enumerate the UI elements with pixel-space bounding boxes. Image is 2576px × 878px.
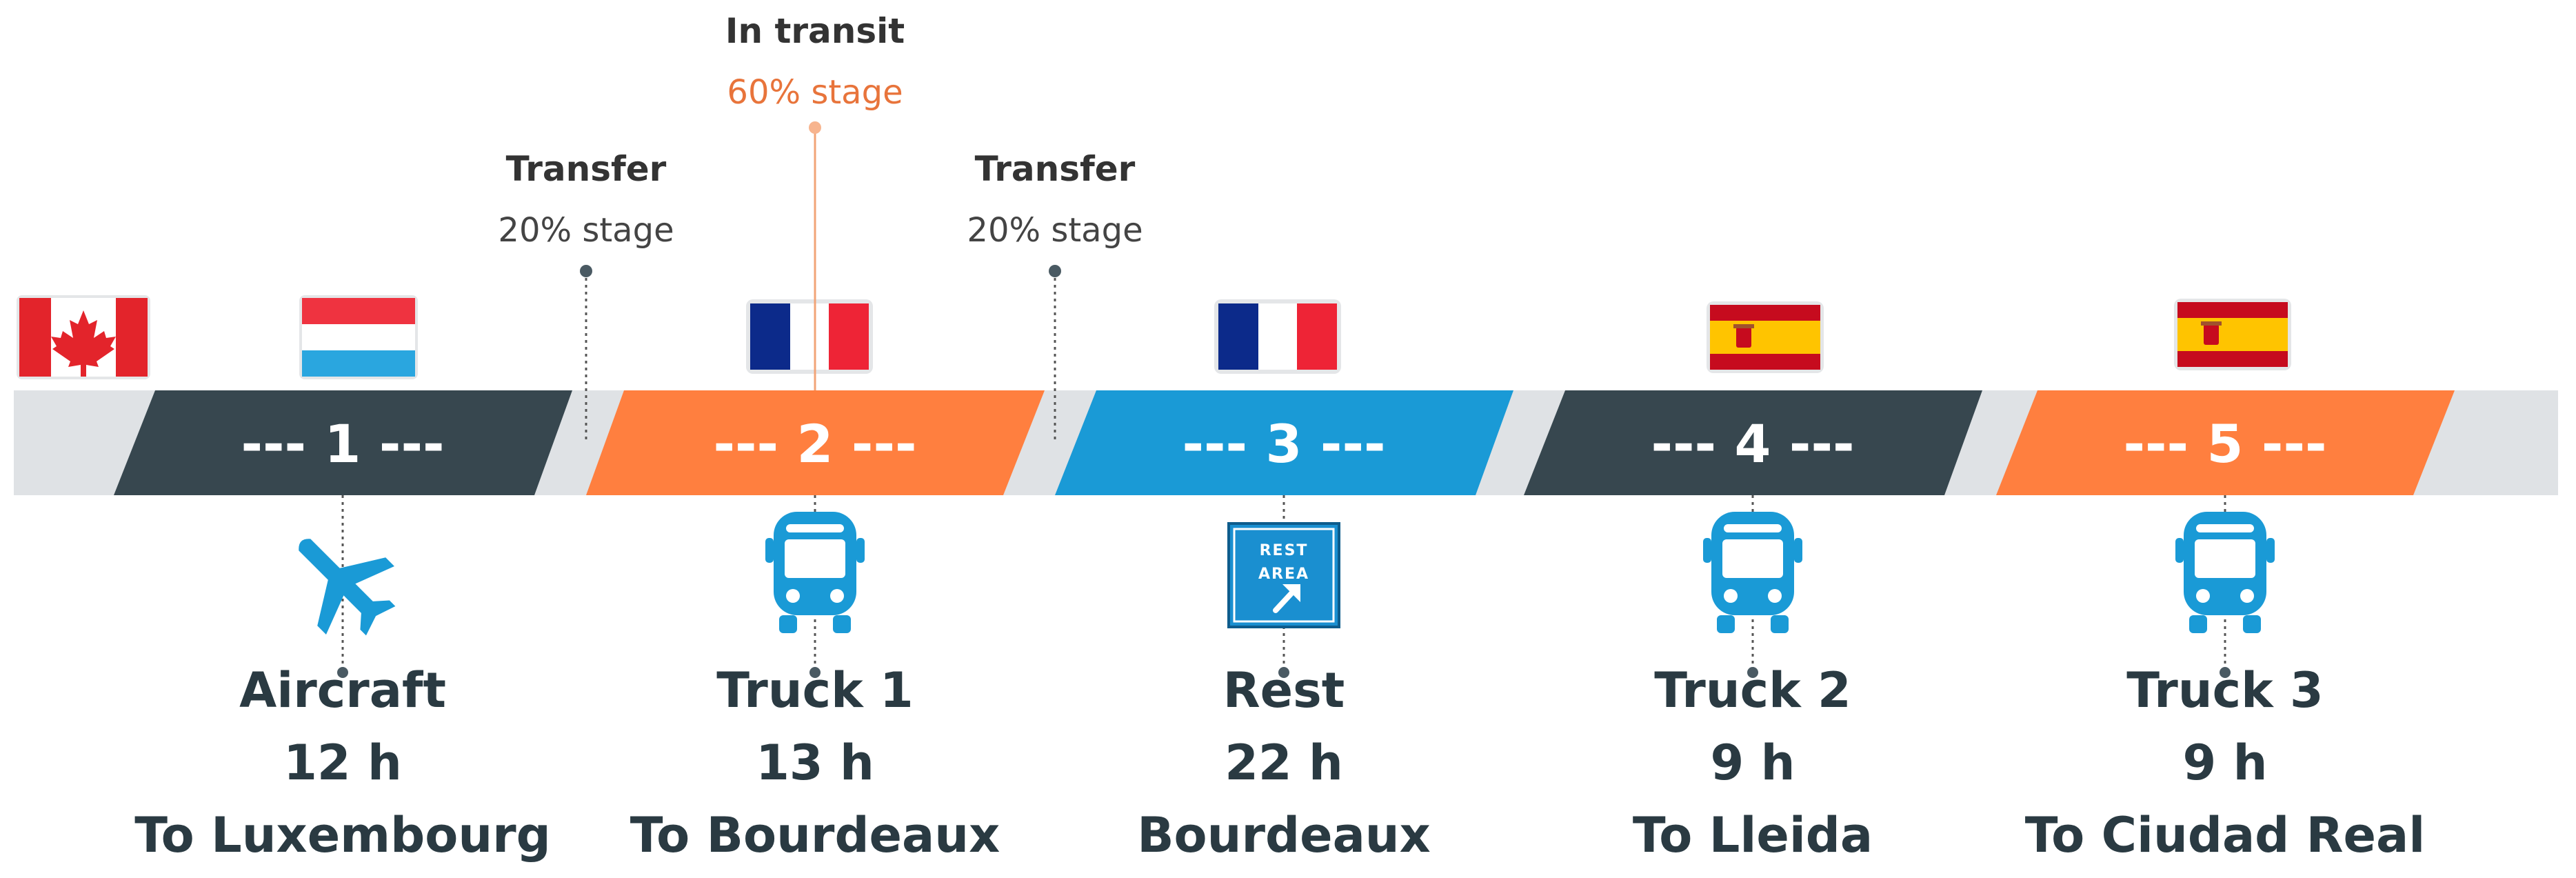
bus-icon: [2175, 512, 2275, 633]
flag-france-icon: [746, 299, 873, 374]
segment-1: --- 1 ---: [114, 390, 572, 495]
step-duration: 9 h: [2183, 735, 2268, 791]
stage-subtitle: 20% stage: [498, 211, 674, 250]
stage-marker-transfer-1: Transfer 20% stage: [498, 149, 674, 441]
segment-1-band: [114, 390, 572, 495]
stage-title: Transfer: [506, 149, 667, 189]
step-duration: 9 h: [1711, 735, 1795, 791]
segment-3-number: --- 3 ---: [1182, 413, 1385, 475]
flag-canada-icon: [17, 295, 150, 379]
step-destination: To Luxembourg: [134, 807, 551, 864]
step-destination: To Lleida: [1633, 807, 1873, 864]
stage-subtitle: 20% stage: [967, 211, 1143, 250]
step-vehicle: Rest: [1223, 662, 1345, 719]
rest-sign-line1: REST: [1260, 542, 1309, 559]
segment-4: --- 4 ---: [1524, 390, 1982, 495]
step-label-1: Aircraft 12 h To Luxembourg: [134, 662, 551, 864]
bus-icon: [765, 512, 865, 633]
step-destination: To Ciudad Real: [2025, 807, 2426, 864]
step-destination: To Bourdeaux: [630, 807, 1000, 864]
segment-3-band: [1055, 390, 1513, 495]
stage-title: Transfer: [975, 149, 1136, 189]
segment-2-band: [586, 390, 1045, 495]
step-vehicle: Aircraft: [239, 662, 446, 719]
segment-2-number: --- 2 ---: [713, 413, 916, 475]
stage-marker-transfer-2: Transfer 20% stage: [967, 149, 1143, 441]
flag-luxembourg-icon: [299, 295, 418, 379]
segment-3: --- 3 ---: [1055, 390, 1513, 495]
airplane-icon: [299, 539, 396, 636]
step-duration: 22 h: [1225, 735, 1343, 791]
segment-1-number: --- 1 ---: [241, 413, 444, 475]
step-vehicle: Truck 1: [716, 662, 914, 719]
step-label-5: Truck 3 9 h To Ciudad Real: [2025, 662, 2426, 864]
bus-icon: [1703, 512, 1802, 633]
stage-subtitle: 60% stage: [727, 73, 903, 112]
segment-5-number: --- 5 ---: [2123, 413, 2326, 475]
flag-spain-icon: [2174, 299, 2291, 370]
flag-france-icon: [1214, 299, 1341, 374]
segment-2: --- 2 ---: [586, 390, 1045, 495]
step-label-2: Truck 1 13 h To Bourdeaux: [630, 662, 1000, 864]
rest-area-sign-icon: REST AREA: [1227, 522, 1340, 628]
step-label-4: Truck 2 9 h To Lleida: [1633, 662, 1873, 864]
step-label-3: Rest 22 h Bourdeaux: [1137, 662, 1431, 864]
segment-4-number: --- 4 ---: [1651, 413, 1854, 475]
step-vehicle: Truck 2: [1654, 662, 1851, 719]
step-vehicle: Truck 3: [2126, 662, 2324, 719]
connector-dots: [337, 667, 2231, 678]
rest-sign-line2: AREA: [1258, 566, 1309, 583]
step-destination: Bourdeaux: [1137, 807, 1431, 864]
stage-marker-in-transit: In transit 60% stage: [725, 11, 905, 390]
segment-5: --- 5 ---: [1996, 390, 2455, 495]
segment-4-band: [1524, 390, 1982, 495]
segment-5-band: [1996, 390, 2455, 495]
stage-title: In transit: [725, 11, 905, 51]
step-duration: 12 h: [283, 735, 402, 791]
step-duration: 13 h: [756, 735, 874, 791]
flag-spain-icon: [1707, 301, 1824, 373]
